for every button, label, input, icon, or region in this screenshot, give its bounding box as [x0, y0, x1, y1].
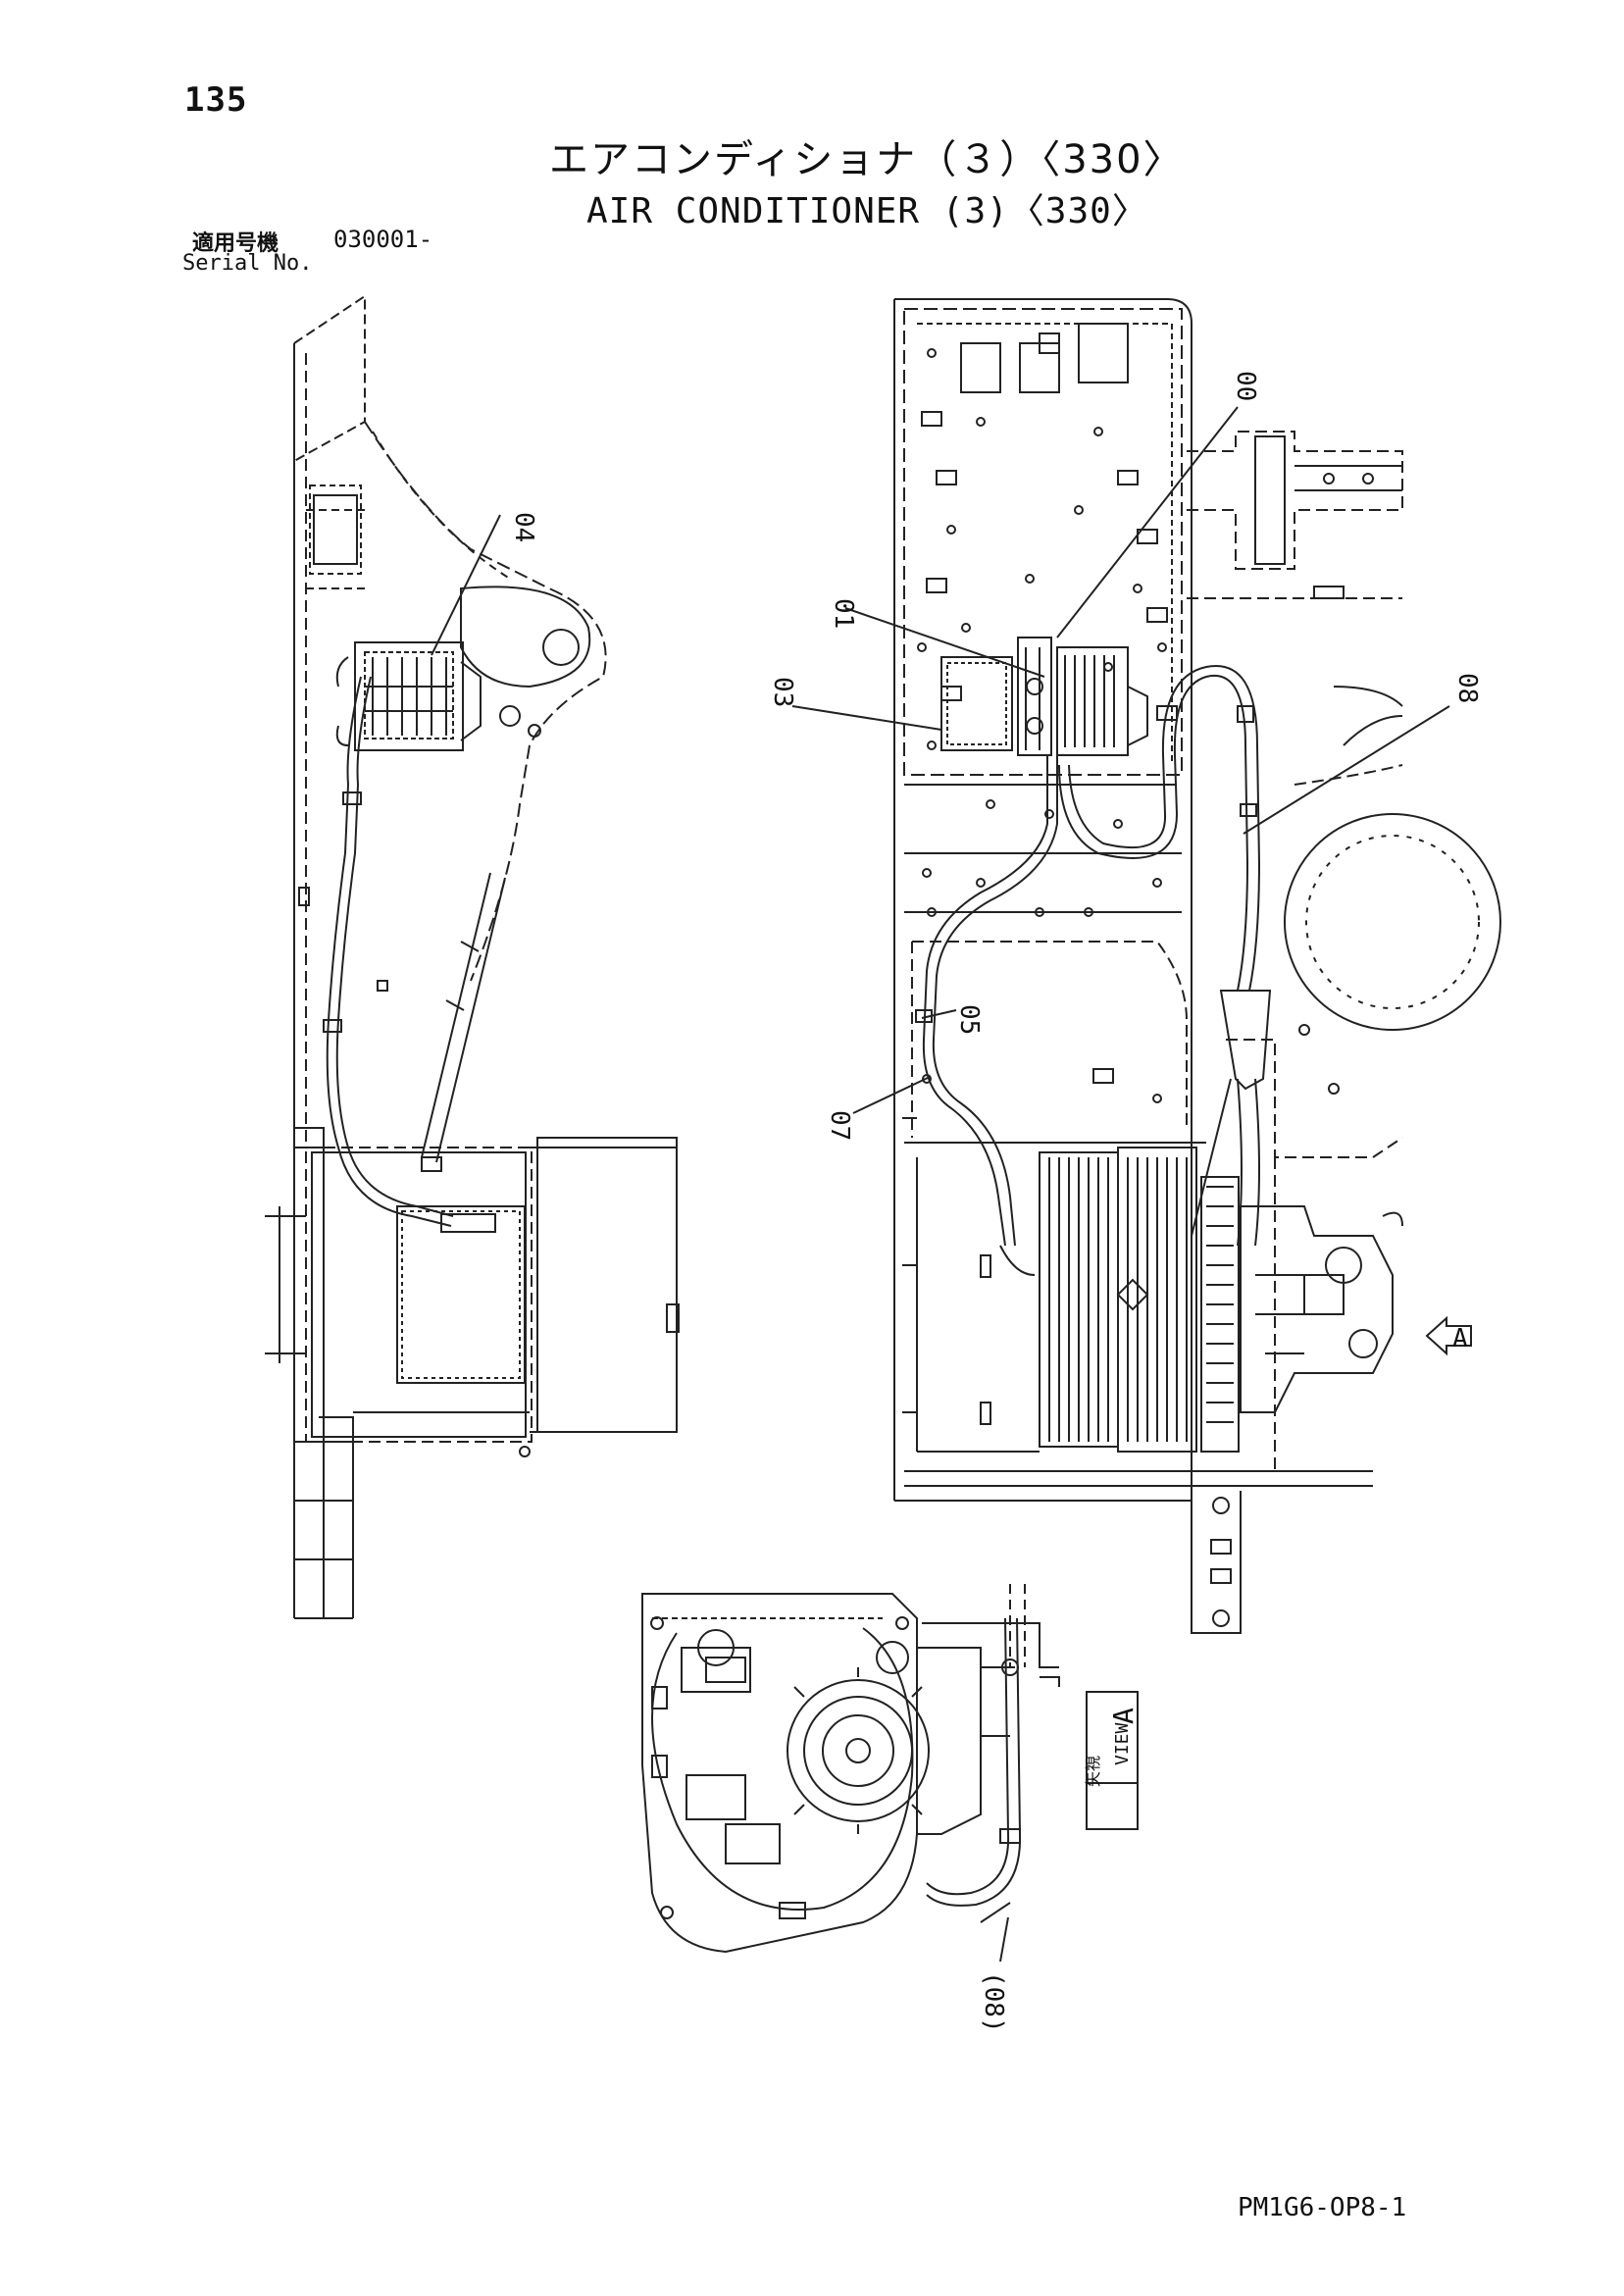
hose-top-view [915, 665, 1272, 1276]
callout-00: 00 [1231, 371, 1260, 401]
title-english: AIR CONDITIONER (3)〈330〉 [586, 191, 1148, 231]
callout-01: 01 [829, 598, 858, 629]
drawing-code: PM1G6-OP8-1 [1238, 2193, 1407, 2222]
view-marker-letter: A [1452, 1324, 1468, 1353]
hose-side-view [323, 676, 454, 1227]
serial-label-japanese: 適用号機 [192, 231, 279, 256]
callout-08: 08 [1452, 673, 1482, 703]
title-japanese: エアコンディショナ（３）〈330〉 [549, 137, 1185, 182]
cab-unit-side-view [265, 1137, 680, 1457]
callout-07: 07 [825, 1110, 854, 1141]
view-a-detail [641, 1584, 1060, 1954]
view-a-label-letter: A [1107, 1708, 1140, 1724]
view-direction-marker: A [1425, 1315, 1472, 1356]
right-structure-top-view [1187, 431, 1501, 1471]
serial-value: 030001- [333, 226, 433, 253]
radiator-assembly-top-view [980, 1147, 1240, 1453]
side-view-frame [293, 294, 607, 1619]
view-a-label-japanese: 矢視 [1084, 1756, 1102, 1787]
main-top-view-frame [893, 298, 1373, 1634]
compressor-side-view [335, 641, 482, 751]
engine-block-top-view [1240, 1205, 1403, 1413]
callout-leaders [431, 406, 1450, 1963]
serial-label-english: Serial No. [182, 251, 313, 276]
callout-03: 03 [768, 677, 797, 707]
compressor-top-view [940, 637, 1148, 756]
callout-08-reference: (08) [979, 1971, 1008, 2033]
page-number: 135 [184, 80, 248, 120]
view-a-label-box: 矢視 VIEW A [1084, 1691, 1140, 1830]
callout-04: 04 [509, 512, 538, 542]
callout-05: 05 [954, 1004, 984, 1035]
view-a-label-english: VIEW [1112, 1722, 1133, 1765]
callout-labels: 04 00 01 03 08 05 07 (08) [509, 371, 1482, 2033]
